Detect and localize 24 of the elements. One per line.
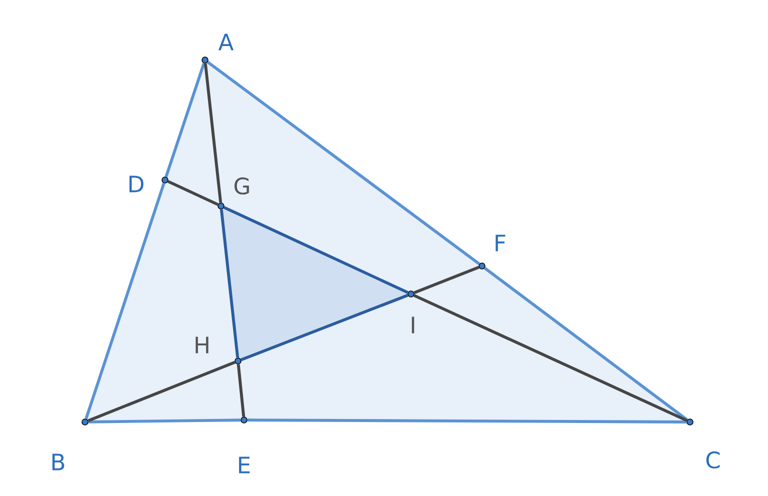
point-label: B bbox=[52, 454, 64, 470]
line-segment bbox=[206, 60, 480, 266]
point-label: A bbox=[218, 34, 234, 50]
line-segment bbox=[240, 294, 408, 362]
point-label: E bbox=[239, 456, 250, 474]
point-label: C bbox=[706, 451, 720, 469]
line-segment bbox=[484, 266, 688, 422]
point-label: F bbox=[496, 234, 506, 252]
line-segment bbox=[223, 206, 409, 294]
line-segment bbox=[236, 364, 246, 417]
line-segment bbox=[204, 63, 222, 203]
point-label: H bbox=[196, 336, 208, 354]
line-segment bbox=[84, 182, 166, 420]
line-segment bbox=[413, 294, 688, 422]
line-segment bbox=[414, 266, 480, 294]
line-segment bbox=[167, 180, 219, 206]
line-segment bbox=[88, 418, 241, 424]
line-segment bbox=[164, 62, 206, 178]
point-label: D bbox=[130, 176, 144, 192]
point-label: G bbox=[234, 177, 249, 195]
line-segment bbox=[247, 418, 687, 424]
point-label: I bbox=[412, 316, 414, 334]
line-segment bbox=[88, 360, 236, 422]
line-segment bbox=[220, 209, 240, 358]
